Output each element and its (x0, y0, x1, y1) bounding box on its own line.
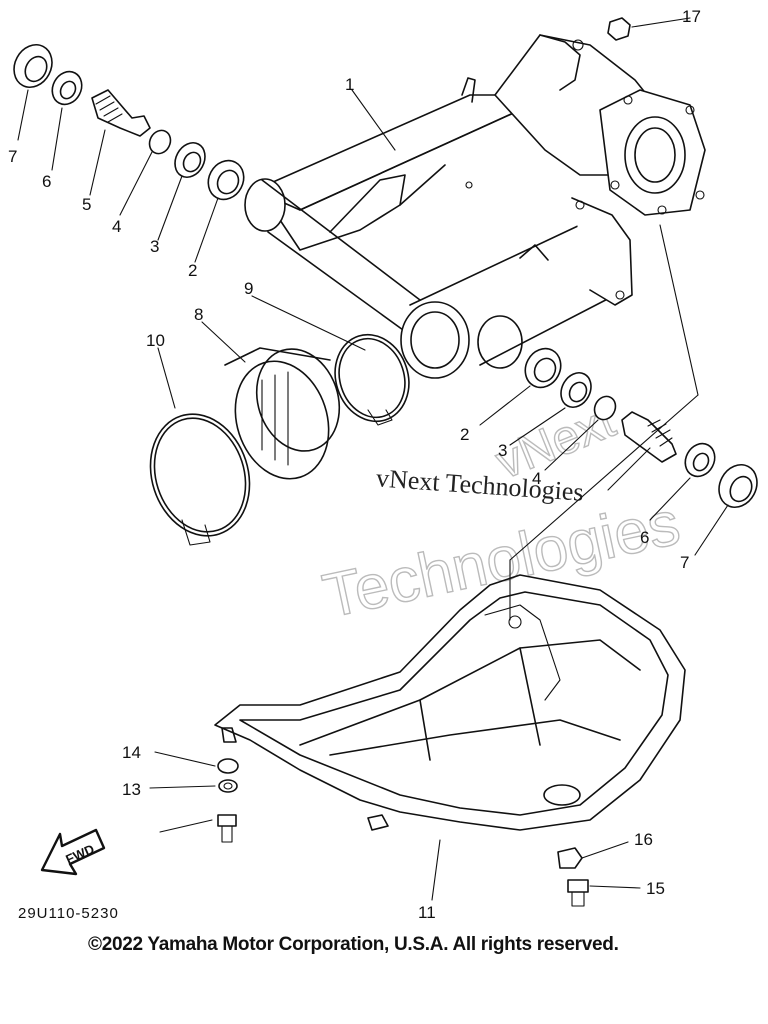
callout-3-left: 3 (150, 237, 159, 256)
part-5-pivot-shaft-right (621, 411, 677, 463)
part-10-band (149, 413, 251, 546)
part-7-oil-seal-left (13, 44, 53, 88)
part-17-nut (607, 17, 631, 41)
callout-4-right: 4 (532, 469, 541, 488)
part-5-pivot-shaft-left (91, 89, 151, 137)
bolt-left (217, 814, 237, 843)
part-8-dust-boot (224, 347, 341, 480)
callout-1: 1 (345, 75, 354, 94)
callout-3-right: 3 (498, 441, 507, 460)
part-2-bearing-right (524, 347, 562, 389)
part-9-band (334, 333, 410, 426)
callout-8: 8 (194, 305, 203, 324)
part-16-nut (557, 847, 583, 869)
callout-2-right: 2 (460, 425, 469, 444)
part-13-washer (218, 779, 238, 793)
callout-5: 5 (82, 195, 91, 214)
part-6-bushing-left (51, 70, 83, 106)
diagram-code: 29U110-5230 (18, 905, 119, 922)
callout-6-left: 6 (42, 172, 51, 191)
part-7-oil-seal-right (718, 464, 758, 508)
callout-11: 11 (418, 903, 436, 922)
part-11-skid-plate (214, 574, 686, 831)
right-bearing-stack (524, 347, 758, 508)
part-1-swing-arm (244, 34, 706, 379)
part-6-bushing-right (684, 442, 716, 478)
callouts: 1 7 6 5 4 3 2 9 8 10 17 2 3 4 6 7 14 13 … (8, 7, 701, 922)
callout-2-left: 2 (188, 261, 197, 280)
fasteners (217, 758, 589, 907)
part-3-seal-right (560, 372, 592, 408)
part-14-nut (217, 758, 239, 774)
callout-13: 13 (122, 780, 141, 799)
callout-4-left: 4 (112, 217, 121, 236)
callout-9: 9 (244, 279, 253, 298)
callout-10: 10 (146, 331, 165, 350)
callout-7-right: 7 (680, 553, 689, 572)
callout-14: 14 (122, 743, 141, 762)
callout-6-right: 6 (640, 528, 649, 547)
leader-lines (17, 17, 729, 901)
left-bearing-stack (13, 44, 245, 201)
copyright-notice: ©2022 Yamaha Motor Corporation, U.S.A. A… (88, 934, 619, 955)
fwd-arrow-icon: FWD (40, 828, 106, 876)
part-2-bearing-left (207, 159, 245, 201)
callout-16: 16 (634, 830, 653, 849)
part-3-seal-left (174, 142, 206, 178)
callout-15: 15 (646, 879, 665, 898)
part-15-bolt (567, 879, 589, 907)
part-4-collar-left (148, 129, 172, 155)
part-4-collar-right (593, 395, 617, 421)
callout-7-left: 7 (8, 147, 17, 166)
callout-17: 17 (682, 7, 701, 26)
